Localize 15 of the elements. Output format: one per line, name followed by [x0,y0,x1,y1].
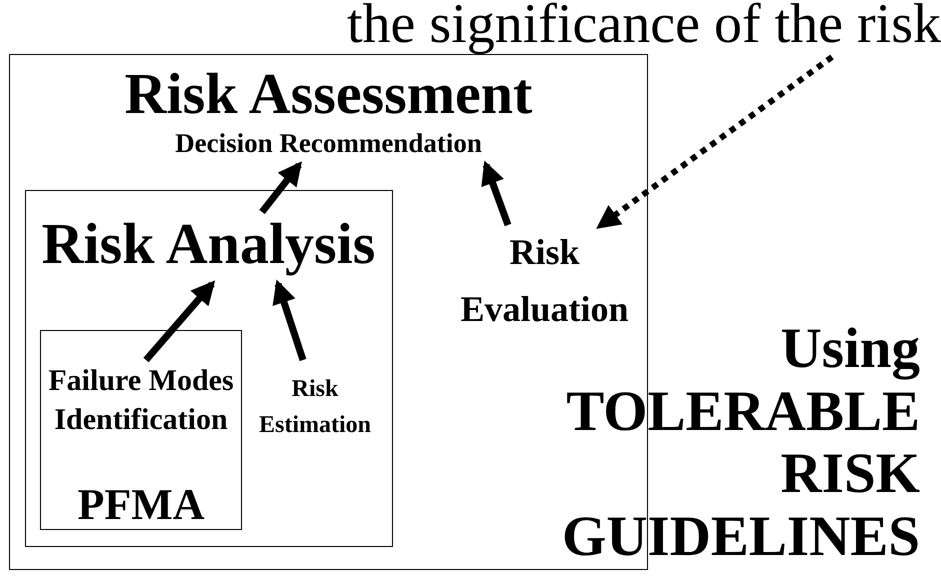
subheading: Decision Recommendation [174,129,483,159]
arrow [143,280,216,362]
arrow [272,279,306,362]
step-label: Risk Estimation [241,371,389,451]
heading: Risk Assessment [124,62,532,126]
container-box [24,190,392,546]
heading: Risk Analysis [42,212,376,276]
arrow [259,161,302,214]
step-label: Failure Modes Identification [47,362,235,438]
process-box [40,330,242,530]
dotted-arrow [596,54,834,229]
arrow [481,160,512,226]
step-label: Risk Evaluation [454,224,634,338]
note-text: the significance of the risk [260,0,941,56]
heading: PFMA [77,482,205,526]
